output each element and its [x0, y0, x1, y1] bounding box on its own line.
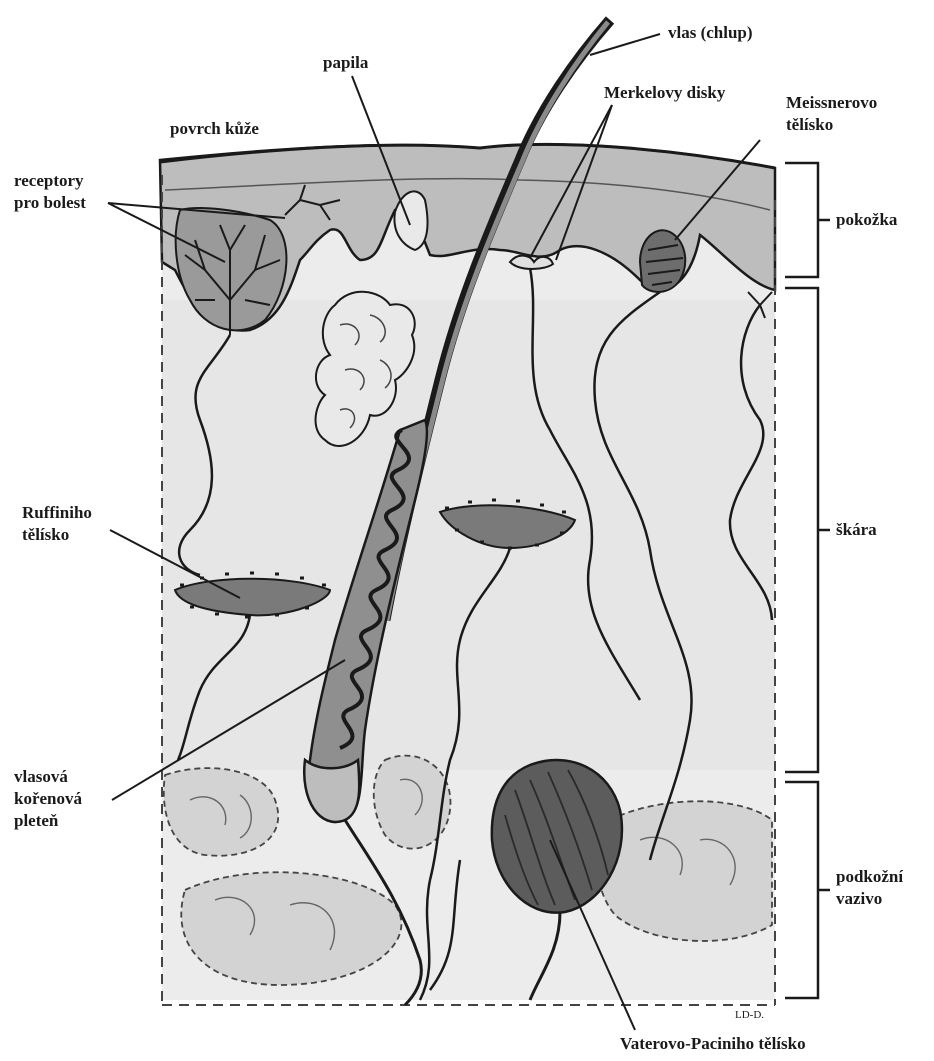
label-papilla: papila: [323, 52, 368, 74]
bracket-epidermis: [785, 163, 830, 277]
artist-signature: LD-D.: [735, 1008, 764, 1022]
label-hypodermis: podkožní vazivo: [836, 866, 903, 910]
label-ruffini-line2: tělísko: [22, 524, 92, 546]
label-hypodermis-line1: podkožní: [836, 866, 903, 888]
bracket-dermis: [785, 288, 830, 772]
label-pain-line1: receptory: [14, 170, 86, 192]
fat-lobule: [598, 801, 773, 941]
label-hair-root-plexus: vlasová kořenová pleteň: [14, 766, 82, 832]
label-meissner-line1: Meissnerovo: [786, 92, 877, 114]
label-merkel-discs: Merkelovy disky: [604, 82, 725, 104]
label-pain-line2: pro bolest: [14, 192, 86, 214]
label-skin-surface: povrch kůže: [170, 118, 259, 140]
label-dermis: škára: [836, 519, 877, 541]
label-meissner-corpuscle: Meissnerovo tělísko: [786, 92, 877, 136]
label-meissner-line2: tělísko: [786, 114, 877, 136]
label-root-plexus-line3: pleteň: [14, 810, 82, 832]
label-pain-receptors: receptory pro bolest: [14, 170, 86, 214]
label-pacinian-corpuscle: Vaterovo-Paciniho tělísko: [620, 1033, 806, 1055]
label-hypodermis-line2: vazivo: [836, 888, 903, 910]
label-root-plexus-line2: kořenová: [14, 788, 82, 810]
layer-brackets: [785, 163, 830, 998]
merkel-discs: [510, 256, 553, 269]
bracket-hypodermis: [785, 782, 830, 998]
label-root-plexus-line1: vlasová: [14, 766, 82, 788]
label-hair: vlas (chlup): [668, 22, 753, 44]
label-ruffini-line1: Ruffiniho: [22, 502, 92, 524]
label-ruffini-corpuscle: Ruffiniho tělísko: [22, 502, 92, 546]
label-epidermis: pokožka: [836, 209, 897, 231]
